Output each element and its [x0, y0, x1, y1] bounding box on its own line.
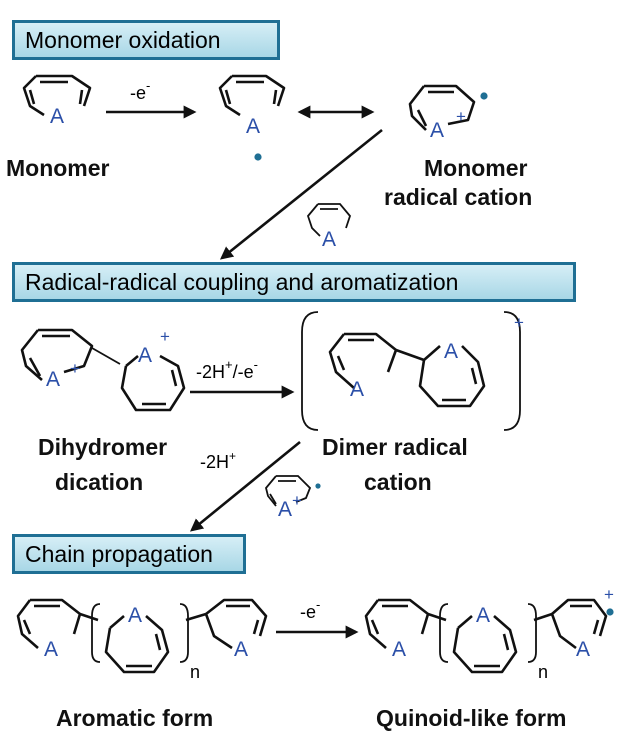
charge-plus: + [160, 327, 170, 346]
dimer-label-2: cation [364, 469, 432, 495]
radical-dot [315, 483, 321, 489]
radical-cation-label-1: Monomer [424, 155, 528, 181]
heteroatom-label: A [430, 119, 444, 142]
heteroatom-label: A [322, 228, 336, 251]
dimer-radical-cation-structure: A A + [301, 311, 524, 431]
heteroatom-label: A [576, 638, 590, 661]
propagation-reagent: -e- [300, 597, 320, 622]
heteroatom-label: A [50, 105, 64, 128]
section-chain-propagation: Chain propagation [12, 534, 246, 574]
radical-cation-structure-2: A + [408, 84, 488, 142]
aromatic-polymer-structure: A A n A [16, 598, 268, 682]
heteroatom-label: A [444, 340, 458, 363]
radical-cation-structure-1: A [218, 74, 286, 161]
heteroatom-label: A [138, 344, 152, 367]
section-radical-coupling: Radical-radical coupling and aromatizati… [12, 262, 576, 302]
quinoid-form-label: Quinoid-like form [376, 705, 566, 731]
dihydromer-label-1: Dihydromer [38, 434, 167, 460]
small-monomer-reagent: A [306, 203, 352, 251]
oxidation-reagent: -e- [130, 78, 150, 103]
heteroatom-label: A [128, 604, 142, 627]
heteroatom-label: A [234, 638, 248, 661]
aromatic-form-label: Aromatic form [56, 705, 213, 731]
dihydromer-label-2: dication [55, 469, 143, 495]
repeat-subscript: n [538, 662, 548, 682]
charge-plus: + [70, 359, 80, 378]
radical-cation-label-2: radical cation [384, 184, 532, 210]
heteroatom-label: A [476, 604, 490, 627]
heteroatom-label: A [278, 498, 292, 521]
heteroatom-label: A [46, 368, 60, 391]
charge-plus: + [514, 313, 524, 332]
heteroatom-label: A [44, 638, 58, 661]
small-radical-cation-reagent: A + [265, 475, 321, 521]
deprotonation-arrow [189, 440, 301, 532]
charge-plus: + [292, 491, 302, 510]
aromatization-reagent: -2H+/-e- [196, 357, 258, 382]
repeat-subscript: n [190, 662, 200, 682]
charge-plus: + [456, 107, 466, 126]
radical-dot [254, 153, 262, 161]
radical-dot [606, 608, 614, 616]
heteroatom-label: A [350, 378, 364, 401]
section-monomer-oxidation: Monomer oxidation [12, 20, 280, 60]
charge-plus: + [604, 585, 614, 604]
quinoid-polymer-structure: A A n A + [364, 585, 614, 682]
radical-dot [480, 92, 488, 100]
coupling-arrow [219, 128, 383, 260]
deprotonation-reagent: -2H+ [200, 449, 236, 472]
dimer-label-1: Dimer radical [322, 434, 468, 460]
monomer-label: Monomer [6, 155, 110, 181]
heteroatom-label: A [246, 115, 260, 138]
dihydromer-structure: A + A + [20, 327, 186, 412]
heteroatom-label: A [392, 638, 406, 661]
monomer-structure: A [22, 74, 92, 128]
